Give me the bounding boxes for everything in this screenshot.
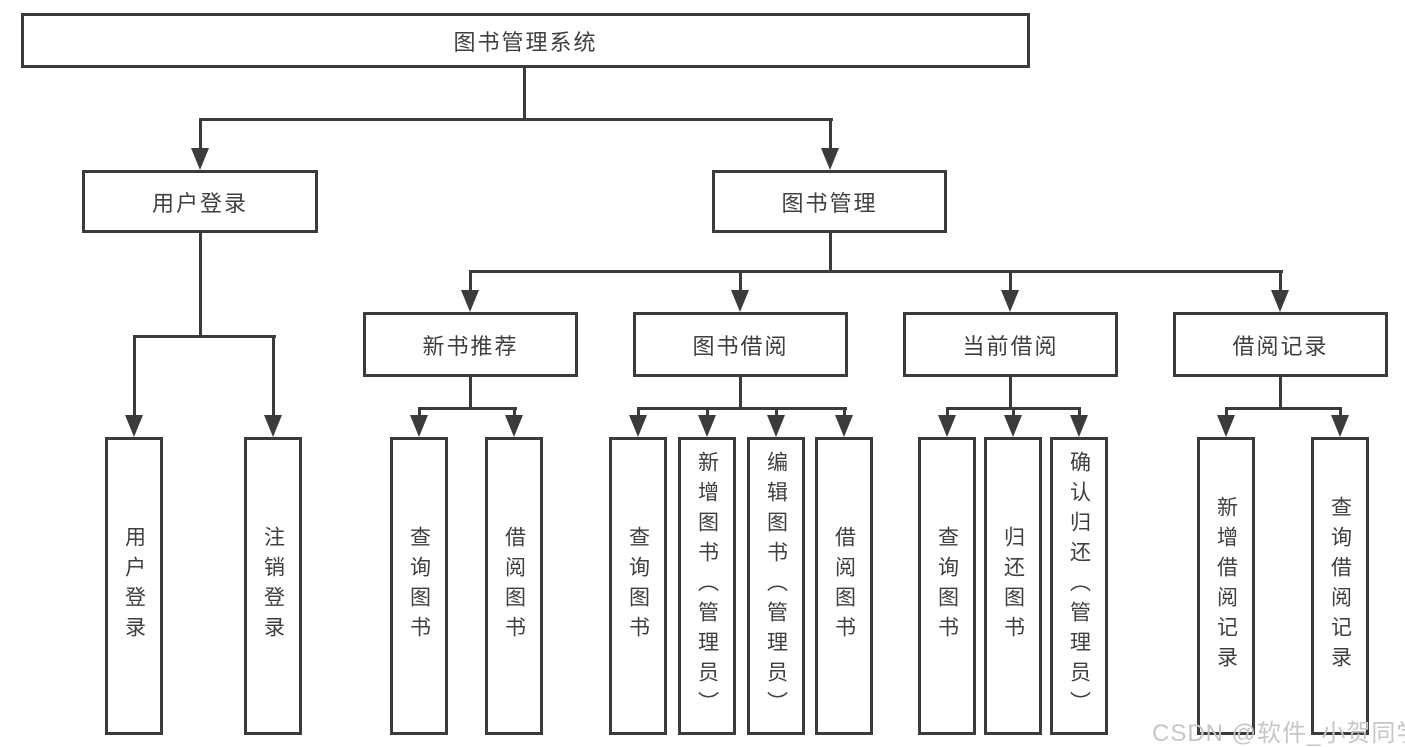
connector-arrow-icon — [505, 415, 523, 437]
connector-line — [418, 407, 421, 417]
connector-line — [829, 233, 832, 273]
connector-arrow-icon — [1217, 415, 1235, 437]
connector-line — [1279, 270, 1282, 294]
connector-arrow-icon — [821, 148, 839, 170]
leaf-user-login: 用户登录 — [105, 437, 163, 735]
connector-line — [1078, 407, 1081, 417]
connector-line — [637, 407, 847, 410]
node-user-login: 用户登录 — [82, 170, 318, 233]
connector-arrow-icon — [767, 415, 785, 437]
connector-line — [418, 407, 517, 410]
node-label: 新增图书（管理员） — [695, 451, 719, 721]
node-label: 查询图书 — [626, 526, 650, 646]
connector-line — [1339, 407, 1342, 417]
leaf-logout: 注销登录 — [244, 437, 302, 735]
connector-line — [637, 407, 640, 417]
connector-line — [469, 270, 1283, 273]
connector-arrow-icon — [191, 148, 209, 170]
node-current-borrowing: 当前借阅 — [903, 312, 1118, 377]
connector-arrow-icon — [125, 415, 143, 437]
connector-line — [199, 233, 202, 338]
connector-line — [775, 407, 778, 417]
leaf-confirm-return-admin: 确认归还（管理员） — [1050, 437, 1108, 735]
connector-arrow-icon — [1331, 415, 1349, 437]
leaf-query-books-recommend: 查询图书 — [390, 437, 448, 735]
leaf-return-book: 归还图书 — [984, 437, 1042, 735]
node-label: 确认归还（管理员） — [1067, 451, 1091, 721]
node-new-book-recommend: 新书推荐 — [363, 312, 578, 377]
leaf-borrow-books-borrowing: 借阅图书 — [815, 437, 873, 735]
connector-arrow-icon — [1001, 290, 1019, 312]
node-borrow-records: 借阅记录 — [1173, 312, 1388, 377]
node-label: 图书管理 — [781, 190, 878, 216]
connector-line — [1009, 377, 1012, 410]
connector-arrow-icon — [410, 415, 428, 437]
watermark: CSDN @软件_小贺同学 — [1152, 720, 1405, 747]
connector-line — [1009, 270, 1012, 294]
connector-line — [1012, 407, 1015, 417]
node-label: 注销登录 — [261, 526, 285, 646]
connector-arrow-icon — [835, 415, 853, 437]
connector-line — [469, 377, 472, 410]
connector-arrow-icon — [629, 415, 647, 437]
leaf-query-books-current: 查询图书 — [918, 437, 976, 735]
connector-line — [739, 270, 742, 294]
connector-line — [829, 118, 832, 154]
connector-arrow-icon — [1271, 290, 1289, 312]
node-label: 查询借阅记录 — [1328, 496, 1352, 676]
connector-line — [133, 335, 276, 338]
connector-arrow-icon — [461, 290, 479, 312]
leaf-add-borrow-record: 新增借阅记录 — [1197, 437, 1255, 735]
connector-line — [523, 68, 526, 118]
node-root: 图书管理系统 — [21, 13, 1030, 68]
connector-line — [133, 335, 136, 419]
node-label: 借阅图书 — [502, 526, 526, 646]
node-label: 新增借阅记录 — [1214, 496, 1238, 676]
node-label: 图书管理系统 — [453, 29, 598, 55]
node-label: 图书借阅 — [692, 333, 789, 359]
connector-line — [272, 335, 275, 419]
node-label: 当前借阅 — [962, 333, 1059, 359]
leaf-query-books-borrowing: 查询图书 — [609, 437, 667, 735]
connector-line — [843, 407, 846, 417]
leaf-add-book-admin: 新增图书（管理员） — [678, 437, 736, 735]
node-label: 查询图书 — [935, 526, 959, 646]
connector-arrow-icon — [731, 290, 749, 312]
node-label: 借阅图书 — [832, 526, 856, 646]
node-label: 用户登录 — [122, 526, 146, 646]
connector-line — [199, 118, 833, 121]
connector-line — [199, 118, 202, 154]
connector-arrow-icon — [938, 415, 956, 437]
connector-line — [706, 407, 709, 417]
connector-line — [739, 377, 742, 410]
leaf-edit-book-admin: 编辑图书（管理员） — [747, 437, 805, 735]
connector-line — [1225, 407, 1228, 417]
leaf-borrow-books-recommend: 借阅图书 — [485, 437, 543, 735]
connector-line — [946, 407, 949, 417]
connector-line — [469, 270, 472, 294]
node-label: 用户登录 — [151, 190, 248, 216]
connector-arrow-icon — [1004, 415, 1022, 437]
leaf-query-borrow-record: 查询借阅记录 — [1311, 437, 1369, 735]
connector-arrow-icon — [698, 415, 716, 437]
node-label: 查询图书 — [407, 526, 431, 646]
connector-line — [1279, 377, 1282, 410]
connector-line — [1225, 407, 1342, 410]
connector-arrow-icon — [1070, 415, 1088, 437]
node-book-borrowing: 图书借阅 — [633, 312, 848, 377]
node-label: 归还图书 — [1001, 526, 1025, 646]
node-label: 编辑图书（管理员） — [764, 451, 788, 721]
connector-arrow-icon — [264, 415, 282, 437]
node-label: 新书推荐 — [422, 333, 519, 359]
node-book-management: 图书管理 — [712, 170, 947, 233]
node-label: 借阅记录 — [1232, 333, 1329, 359]
connector-line — [513, 407, 516, 417]
